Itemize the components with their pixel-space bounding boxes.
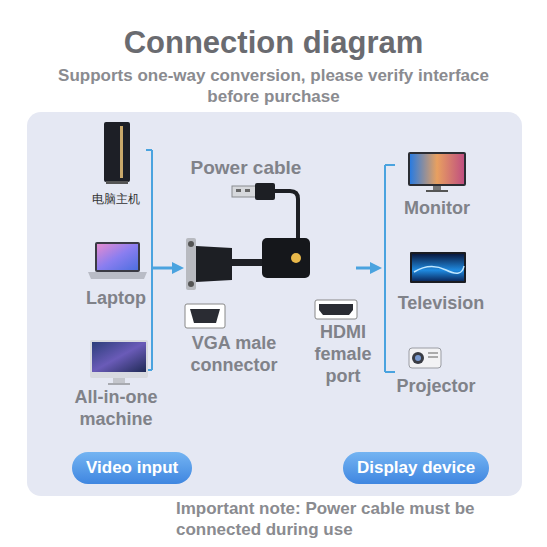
category-pill: Display device	[343, 452, 489, 484]
panel	[27, 112, 522, 496]
television	[410, 252, 466, 283]
arrow-head	[370, 262, 382, 274]
pill-text: Video input	[86, 458, 178, 478]
device-label: 电脑主机	[76, 192, 156, 207]
title: Connection diagram	[60, 24, 487, 62]
device-label: Projector	[390, 376, 482, 398]
projector	[409, 348, 441, 368]
device-label: All-in-one machine	[58, 387, 174, 431]
hdmi-port-icon	[315, 300, 357, 319]
bracket	[146, 150, 174, 370]
part-label: VGA male connector	[178, 333, 290, 377]
category-pill: Video input	[72, 452, 192, 484]
part-label: Power cable	[176, 156, 316, 179]
pill-text: Display device	[357, 458, 475, 478]
monitor	[408, 152, 466, 192]
device-label: Television	[390, 293, 492, 315]
part-label: HDMI female port	[302, 322, 384, 388]
note: Important note: Power cable must be conn…	[176, 499, 526, 540]
device-label: Monitor	[392, 198, 482, 220]
arrow-head	[172, 262, 184, 274]
tower-pc	[104, 122, 130, 184]
adapter	[186, 183, 310, 290]
vga-port-icon	[185, 304, 225, 328]
all-in-one	[90, 340, 148, 385]
laptop	[88, 242, 147, 279]
device-label: Laptop	[66, 288, 166, 310]
subtitle: Supports one-way conversion, please veri…	[40, 66, 507, 107]
